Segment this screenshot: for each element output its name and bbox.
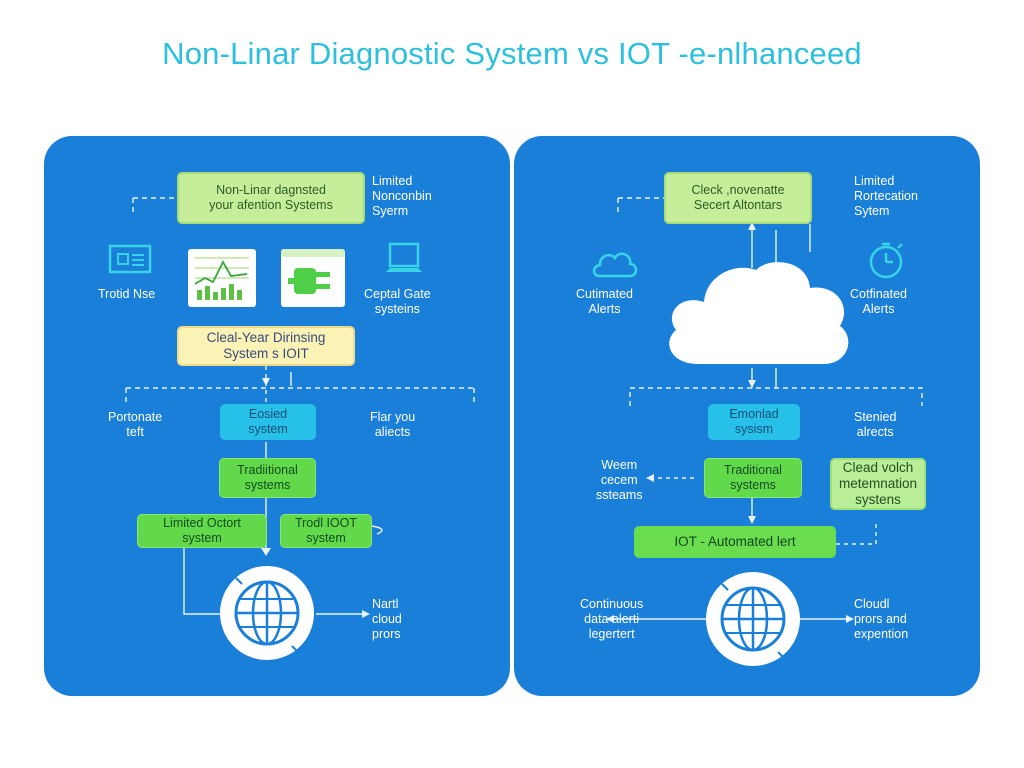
left-bottom-right-label: Nartl cloud prors <box>372 597 402 641</box>
right-connector-lines <box>606 197 923 623</box>
right-bottom-left-label: Continuous data alerti legertert <box>580 597 644 641</box>
right-green-side-box: Clead volch metemnation systens <box>830 458 926 510</box>
right-low-left-label: Weem cecem ssteams <box>596 458 643 502</box>
left-panel: Non-Linar dagnsted your afention Systems… <box>44 136 510 696</box>
left-top-right-label: Limited Nonconbin Syerm <box>372 174 432 218</box>
left-right-label: Ceptal Gate systeins <box>364 287 431 316</box>
globe-icon <box>706 572 800 666</box>
left-connector-lines <box>125 197 475 618</box>
cloud-icon <box>592 252 638 278</box>
left-side-label: Trotid Nse <box>98 287 156 301</box>
right-panel: Cleck ,novenatte Secert Altontars Limite… <box>514 136 980 696</box>
right-green-box: Traditional systems <box>704 458 802 498</box>
timer-icon <box>869 242 903 279</box>
right-bottom-right-label: Cloudl prors and expention <box>854 597 909 641</box>
monitor-icon <box>108 244 152 274</box>
right-cyan-box: Emonlad sysism <box>708 404 800 440</box>
laptop-icon <box>386 242 422 272</box>
left-middle-box: Cleal-Year Dirinsing System s IOIT <box>177 326 355 366</box>
left-bottom-right-box: Trodl IOOT system <box>280 514 372 548</box>
right-mid-right-label: Stenied alrects <box>854 410 897 439</box>
chart-icon <box>188 249 256 307</box>
right-wide-box: IOT - Automated lert <box>634 526 836 558</box>
plug-icon <box>281 249 345 307</box>
left-top-box: Non-Linar dagnsted your afention Systems <box>177 172 365 224</box>
left-bottom-left-box: Limited Octort system <box>137 514 267 548</box>
left-mid-left-label: Portonate teft <box>108 410 163 439</box>
left-mid-right-label: Flar you aliects <box>370 410 416 439</box>
large-cloud-icon <box>669 262 849 364</box>
globe-icon <box>220 566 314 660</box>
left-green-box: Tradiitional systems <box>219 458 316 498</box>
right-left-label: Cutimated Alerts <box>576 287 633 316</box>
right-right-label: Cotfinated Alerts <box>850 287 907 316</box>
right-top-right-label: Limited Rortecation Sytem <box>854 174 918 218</box>
page-title: Non-Linar Diagnostic System vs IOT -e-nl… <box>162 36 862 71</box>
left-cyan-box: Eosied system <box>220 404 316 440</box>
right-top-box: Cleck ,novenatte Secert Altontars <box>664 172 812 224</box>
